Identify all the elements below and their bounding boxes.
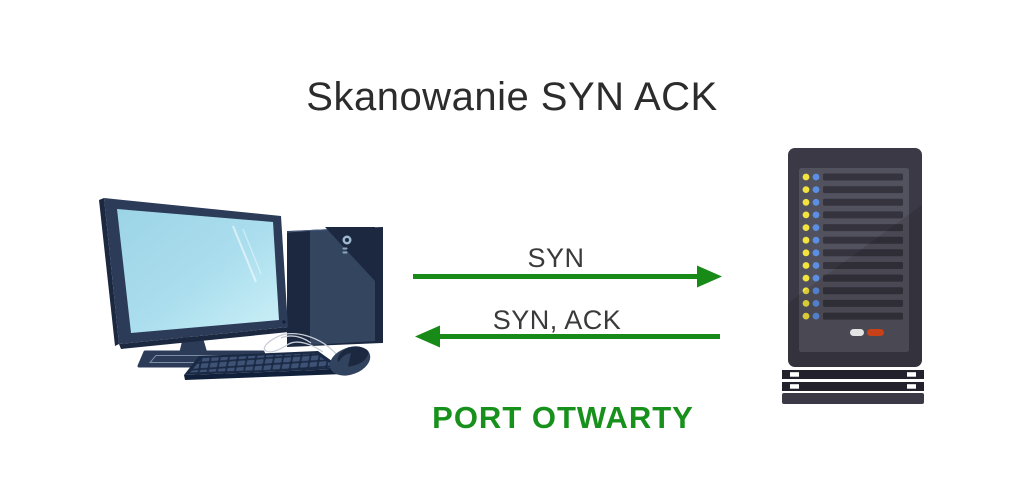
cables — [263, 333, 339, 357]
server-led-rows — [802, 173, 903, 320]
port-status-label: PORT OTWARTY — [432, 400, 694, 435]
keyboard — [184, 351, 344, 380]
syn-ack-arrow-left-icon — [415, 325, 720, 348]
server-base — [782, 370, 924, 404]
computer-tower — [286, 227, 383, 347]
syn-arrow-right-icon — [413, 265, 722, 288]
syn-ack-message-label: SYN, ACK — [492, 305, 622, 335]
monitor-power-led — [282, 320, 286, 324]
diagram-title: Skanowanie SYN ACK — [306, 75, 718, 119]
syn-message-label: SYN — [527, 243, 585, 273]
desktop-computer-icon — [99, 198, 383, 380]
monitor — [99, 198, 289, 349]
server-rack-icon — [782, 148, 924, 404]
server-power-buttons — [850, 329, 884, 336]
mouse — [329, 345, 371, 376]
